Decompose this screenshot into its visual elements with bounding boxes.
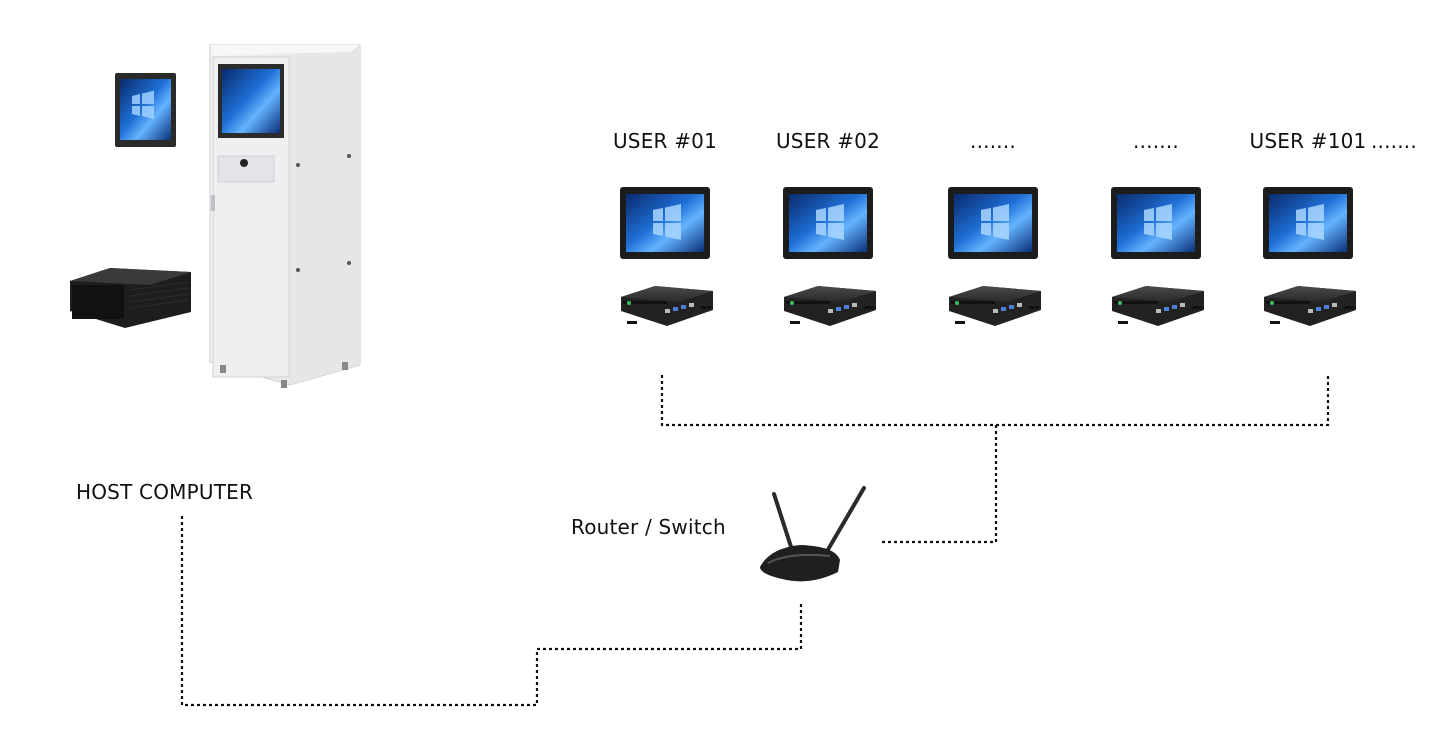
wifi-router-icon bbox=[760, 486, 866, 582]
users-trailing-ellipsis: ....... bbox=[1371, 129, 1417, 153]
host-computer-label: HOST COMPUTER bbox=[76, 480, 254, 504]
mini-pc-icon bbox=[949, 286, 1041, 326]
user-column: USER #02 bbox=[758, 125, 898, 355]
mini-pc-icon bbox=[784, 286, 876, 326]
panel-monitor-icon bbox=[1111, 187, 1201, 259]
panel-monitor-icon bbox=[783, 187, 873, 259]
user-label: USER #02 bbox=[775, 129, 881, 153]
user-label: USER #01 bbox=[612, 129, 718, 153]
rackmount-chassis-icon bbox=[70, 268, 191, 328]
panel-monitor-icon bbox=[620, 187, 710, 259]
user-column: ....... bbox=[1086, 125, 1226, 355]
router-to-host-line bbox=[180, 514, 803, 707]
user-label: ....... bbox=[1133, 129, 1179, 153]
user-column: ....... bbox=[923, 125, 1063, 355]
mini-pc-icon bbox=[1264, 286, 1356, 326]
user-label: ....... bbox=[970, 129, 1016, 153]
mini-pc-icon bbox=[1112, 286, 1204, 326]
user-label: USER #101 bbox=[1249, 129, 1367, 153]
mini-pc-icon bbox=[621, 286, 713, 326]
host-computer-group bbox=[70, 44, 361, 388]
panel-monitor-icon bbox=[1263, 187, 1353, 259]
user-column: USER #101 bbox=[1238, 125, 1378, 355]
router-label: Router / Switch bbox=[571, 515, 726, 539]
server-cabinet-icon bbox=[209, 44, 361, 388]
bus-to-router-line bbox=[880, 425, 998, 544]
panel-monitor-icon bbox=[948, 187, 1038, 259]
connection-lines bbox=[180, 375, 1330, 707]
user-bus-line bbox=[660, 375, 1330, 427]
user-column: USER #01 bbox=[595, 125, 735, 355]
panel-monitor-icon bbox=[115, 73, 176, 147]
